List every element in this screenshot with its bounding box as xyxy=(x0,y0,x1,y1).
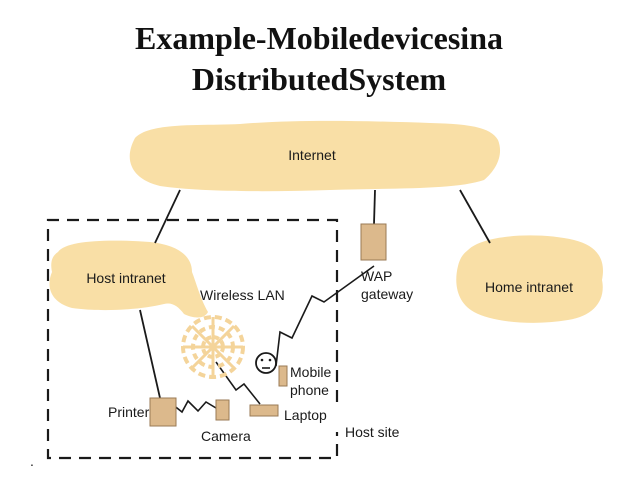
mobile-phone-label-line2: phone xyxy=(290,382,329,398)
wap-gateway-device xyxy=(360,223,387,261)
slide-footnote: . xyxy=(30,453,34,469)
slide-title-line-1: Example-Mobiledevicesina xyxy=(135,20,503,56)
wireless-link-lan-laptop xyxy=(215,361,261,405)
home-intranet-label: Home intranet xyxy=(485,279,573,295)
internet-cloud xyxy=(129,120,501,192)
host-intranet-label: Host intranet xyxy=(86,270,165,286)
slide-title-line-2: DistributedSystem xyxy=(191,61,447,97)
link-internet-host-intranet xyxy=(154,189,181,244)
mobile-phone-device xyxy=(278,365,288,387)
camera-label: Camera xyxy=(201,428,251,444)
host-site-label: Host site xyxy=(345,424,400,440)
printer-device xyxy=(149,397,177,427)
home-intranet-cloud xyxy=(456,235,603,323)
wap-gateway-label-line1: WAP xyxy=(361,268,392,284)
host-site-boundary xyxy=(46,218,339,460)
wap-gateway-label-line2: gateway xyxy=(361,286,413,302)
printer-label: Printer xyxy=(108,404,150,420)
laptop-device xyxy=(249,404,279,417)
wireless-lan-label: Wireless LAN xyxy=(200,287,285,303)
laptop-label: Laptop xyxy=(284,407,327,423)
link-internet-home-intranet xyxy=(459,189,491,244)
camera-device xyxy=(215,399,230,421)
link-printer-camera xyxy=(171,399,217,414)
link-host-intranet-printer xyxy=(139,309,161,399)
user-face-icon xyxy=(255,352,277,374)
wireless-lan-icon xyxy=(181,315,245,379)
link-internet-wap-gateway xyxy=(373,189,376,225)
wireless-link-wap-phone xyxy=(275,265,375,367)
host-intranet-cloud xyxy=(49,240,209,318)
internet-label: Internet xyxy=(288,147,336,163)
mobile-phone-label-line1: Mobile xyxy=(290,364,331,380)
